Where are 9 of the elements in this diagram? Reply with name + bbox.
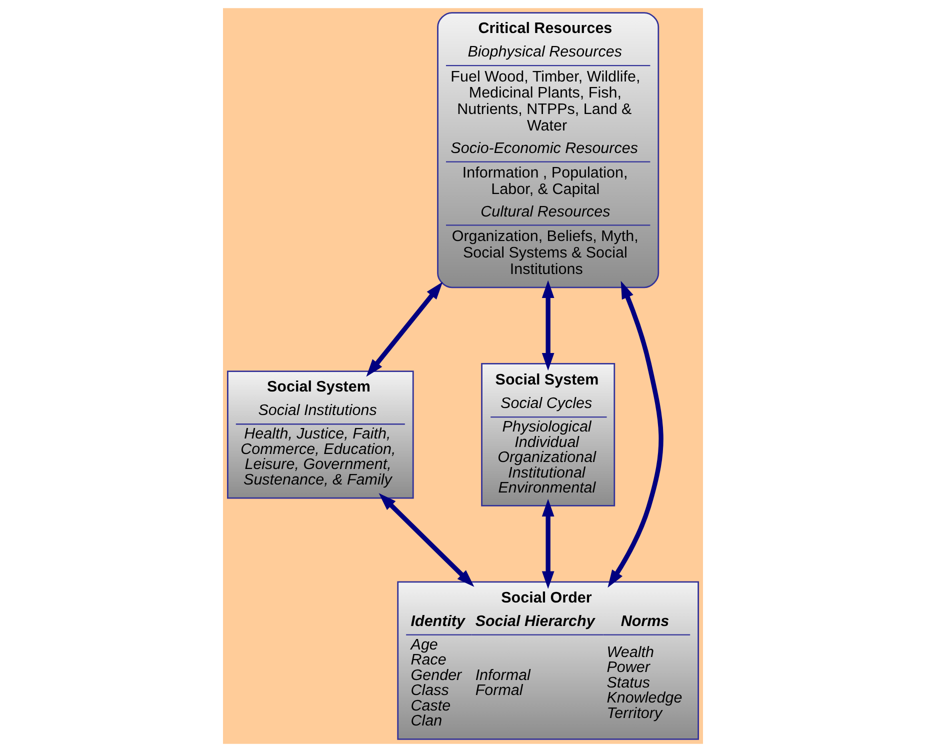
- node-box: Social System Social Cycles Physiological Individual Organizational Institutional Environmental: [480, 362, 615, 506]
- arrow: [541, 280, 554, 371]
- node-box: Social System Social Institutions Health, Justice, Faith, Commerce, Education, Leisure, Government, Sustenance, & Family: [226, 370, 414, 499]
- arrow: [366, 282, 442, 377]
- node-box: Critical Resources Biophysical Resources Fuel Wood, Timber, Wildlife, Medicinal Plants, Fish, Nutrients, NTPPs, Land & Water Socio-Economic Resources Information , Population, Labor, & Capital Cultural Resources Organization, Beliefs, Myth, Social Systems & Social Institutions: [436, 12, 659, 288]
- arrow: [607, 280, 663, 588]
- arrow: [378, 493, 474, 587]
- node-box: Social Order Identity Social Hierarchy Norms Age Race Gender Class Caste Clan Informal Formal Wealth Power Status Knowledge Territory: [396, 581, 698, 740]
- arrow: [541, 498, 554, 589]
